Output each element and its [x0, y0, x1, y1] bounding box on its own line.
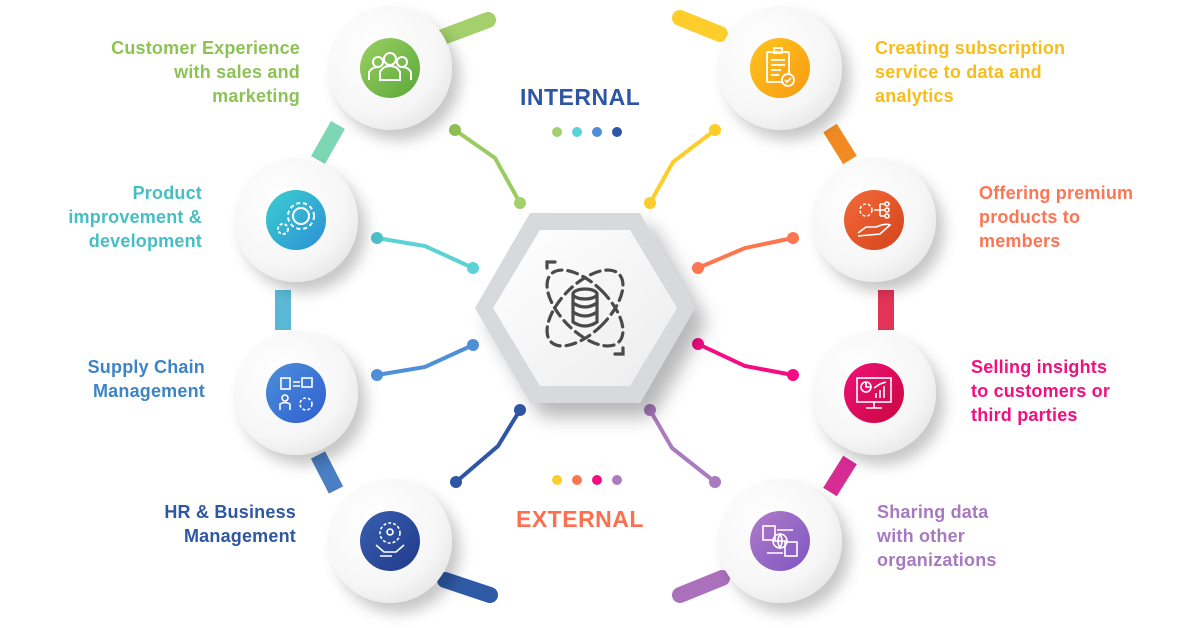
label-line: improvement & [68, 207, 202, 227]
label-line: Selling insights [971, 357, 1108, 377]
connectors [375, 128, 795, 484]
hr-handshake-icon [375, 522, 405, 557]
label-line: third parties [971, 405, 1078, 425]
label-subscription: Creating subscription service to data an… [875, 36, 1065, 108]
label-line: service to data and [875, 62, 1042, 82]
label-product-improvement: Product improvement & development [68, 181, 202, 253]
label-line: with sales and [174, 62, 300, 82]
label-sharing-data: Sharing data with other organizations [877, 500, 997, 572]
label-supply-chain: Supply Chain Management [88, 355, 205, 403]
label-customer-experience: Customer Experience with sales and marke… [111, 36, 300, 108]
label-hr-business: HR & Business Management [164, 500, 296, 548]
external-heading: EXTERNAL [516, 506, 644, 532]
label-line: Creating subscription [875, 38, 1066, 58]
premium-product-hand-icon [857, 201, 892, 237]
clipboard-check-icon [766, 47, 795, 87]
internal-heading: INTERNAL [520, 84, 641, 110]
label-line: analytics [875, 86, 954, 106]
disc-hr-business [328, 479, 452, 603]
internal-dot-2 [572, 127, 582, 137]
label-selling-insights: Selling insights to customers or third p… [971, 355, 1110, 427]
analytics-monitor-icon [856, 377, 892, 409]
disc-customer-experience [328, 6, 452, 130]
label-line: members [979, 231, 1061, 251]
disc-supply-chain [234, 331, 358, 455]
label-line: marketing [212, 86, 300, 106]
internal-dots [552, 127, 622, 137]
external-dot-3 [592, 475, 602, 485]
label-premium-products: Offering premium products to members [979, 181, 1133, 253]
label-line: products to [979, 207, 1081, 227]
external-dot-4 [612, 475, 622, 485]
disc-sharing-data [718, 479, 842, 603]
data-exchange-globe-icon [762, 525, 798, 557]
label-line: Management [92, 381, 205, 401]
center-hexagon [475, 213, 695, 403]
internal-dot-1 [552, 127, 562, 137]
label-line: Offering premium [979, 183, 1134, 203]
connector-dots [371, 124, 799, 488]
internal-dot-3 [592, 127, 602, 137]
disc-subscription [718, 6, 842, 130]
ring-segments [275, 10, 894, 603]
label-line: to customers or [971, 381, 1111, 401]
disc-selling-insights [812, 331, 936, 455]
gears-icon [277, 202, 315, 235]
internal-dot-4 [612, 127, 622, 137]
item-discs [234, 6, 936, 603]
label-line: with other [877, 526, 965, 546]
supply-chain-icon [279, 377, 313, 411]
label-line: HR & Business [164, 502, 296, 522]
disc-product-improvement [234, 158, 358, 282]
label-line: Supply Chain [87, 357, 205, 377]
label-line: Customer Experience [111, 38, 300, 58]
external-dot-1 [552, 475, 562, 485]
label-line: Sharing data [877, 502, 989, 522]
disc-premium-products [812, 158, 936, 282]
label-line: Management [183, 526, 296, 546]
label-line: organizations [877, 550, 997, 570]
external-dot-2 [572, 475, 582, 485]
database-orbit-icon [545, 260, 625, 356]
label-line: development [88, 231, 202, 251]
external-dots [552, 475, 622, 485]
people-group-icon [368, 52, 412, 81]
label-line: Product [132, 183, 202, 203]
